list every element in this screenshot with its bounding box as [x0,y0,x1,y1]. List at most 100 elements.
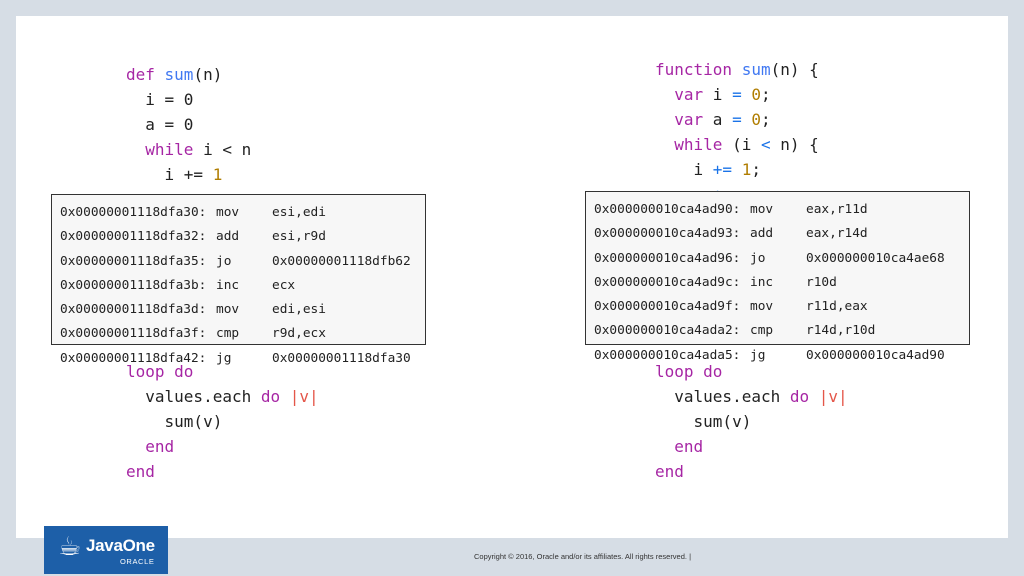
asm-addr: 0x000000010ca4ad96: [594,250,741,266]
asm-addr: 0x000000010ca4ad93: [594,226,741,242]
asm-row: 0x00000001118dfa3b: inc ecx [60,274,425,298]
ruby-code-top: def sum(n) i = 0 a = 0 while i < n i += … [126,62,251,187]
asm-args: 0x00000001118dfb62 [272,253,411,269]
asm-addr: 0x00000001118dfa35: [60,253,207,269]
code-token [732,160,742,179]
asm-mn: jo [216,253,232,269]
code-line: i += 1 [126,162,251,187]
code-line: var i = 0; [655,82,819,107]
code-token: n) { [770,135,819,154]
code-line: a = 0 [126,112,251,137]
code-token: i [703,85,733,104]
code-token: |v| [818,387,848,406]
code-token: sum [741,60,771,79]
code-token: 1 [212,165,223,184]
code-token [280,387,290,406]
code-token: 0 [751,110,761,129]
code-token: loop do [655,362,723,381]
code-token: ; [751,160,761,179]
code-token: def [126,65,165,84]
asm-args: eax,r14d [806,226,868,242]
code-token: (n) [193,65,223,84]
asm-args: ecx [272,277,296,293]
asm-args: esi,edi [272,205,326,220]
asm-addr: 0x000000010ca4ada2: [594,323,741,339]
asm-args: r11d,eax [806,299,868,315]
code-token: a = [126,115,184,134]
code-line: end [655,459,848,484]
js-code-top: function sum(n) { var i = 0; var a = 0; … [655,57,819,207]
code-token: sum(v) [126,412,223,431]
asm-args: r9d,ecx [272,326,326,342]
code-line: end [655,434,848,459]
code-line: sum(v) [655,409,848,434]
code-token: ; [761,85,771,104]
code-token: < [760,135,771,154]
asm-args: 0x00000001118dfa30 [272,350,411,366]
asm-addr: 0x00000001118dfa32: [60,229,207,245]
asm-mn: mov [750,202,774,217]
code-token: i += [126,165,213,184]
code-token: 1 [741,160,752,179]
asm-mn: jg [750,347,766,363]
asm-args: esi,r9d [272,229,326,245]
asm-mn: cmp [750,323,774,339]
asm-mn: cmp [216,326,240,342]
asm-args: 0x000000010ca4ad90 [806,347,945,363]
code-token [742,85,752,104]
code-token: 0 [751,85,761,104]
code-token: values.each [655,387,790,406]
code-token: += [712,160,733,179]
code-token: do [260,387,281,406]
code-token: i [655,160,713,179]
code-line: while (i < n) { [655,132,819,157]
code-token: sum(v) [655,412,752,431]
asm-mn: inc [216,277,240,293]
oracle-text: ORACLE [120,557,155,566]
asm-row: 0x000000010ca4ad96: jo 0x000000010ca4ae68 [594,247,969,271]
asm-mn: jg [216,350,232,366]
code-line: end [126,459,319,484]
asm-mn: mov [750,299,774,315]
code-token: while [655,135,723,154]
code-line: end [126,434,319,459]
asm-args: 0x000000010ca4ae68 [806,250,945,266]
code-line: def sum(n) [126,62,251,87]
code-token: |v| [289,387,319,406]
code-token: end [655,437,704,456]
code-line: i += 1; [655,157,819,182]
code-token: values.each [126,387,261,406]
asm-addr: 0x00000001118dfa3d: [60,302,207,318]
code-token: = [732,110,742,129]
code-token: var [655,85,704,104]
code-token: i < n [193,140,252,159]
code-line: loop do [126,359,319,384]
logo-text: JavaOne [86,536,155,555]
code-token: (n) { [770,60,819,79]
asm-addr: 0x00000001118dfa3b: [60,277,207,293]
code-token: end [126,462,155,481]
code-token: 0 [183,115,194,134]
asm-mn: inc [750,274,774,290]
asm-addr: 0x000000010ca4ad9c: [594,274,741,290]
code-token: var [655,110,704,129]
asm-args: edi,esi [272,302,326,318]
code-token [809,387,819,406]
asm-addr: 0x00000001118dfa30: [60,205,207,220]
asm-mn: jo [750,250,766,266]
code-token: loop do [126,362,194,381]
javaone-logo: ☕ JavaOne ORACLE [44,526,168,574]
asm-addr: 0x000000010ca4ad90: [594,202,741,217]
asm-mn: mov [216,205,240,220]
